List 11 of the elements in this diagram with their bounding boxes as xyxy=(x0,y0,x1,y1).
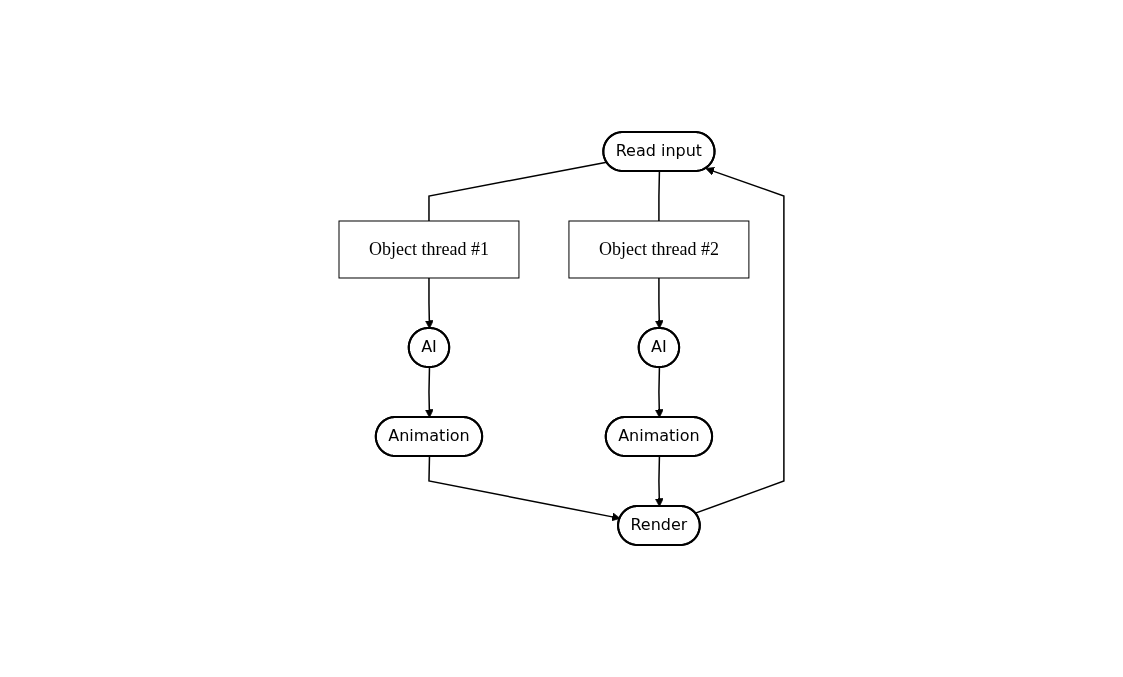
arrow xyxy=(654,366,664,418)
node-box: Object thread #2 xyxy=(568,220,750,279)
connector xyxy=(658,170,661,222)
arrow xyxy=(424,277,434,329)
arrow xyxy=(428,455,621,522)
arrow xyxy=(654,455,664,507)
node-box: Object thread #1 xyxy=(338,220,520,279)
connector xyxy=(428,161,608,222)
arrow xyxy=(694,167,785,514)
arrow xyxy=(424,366,434,418)
arrow xyxy=(654,277,664,329)
